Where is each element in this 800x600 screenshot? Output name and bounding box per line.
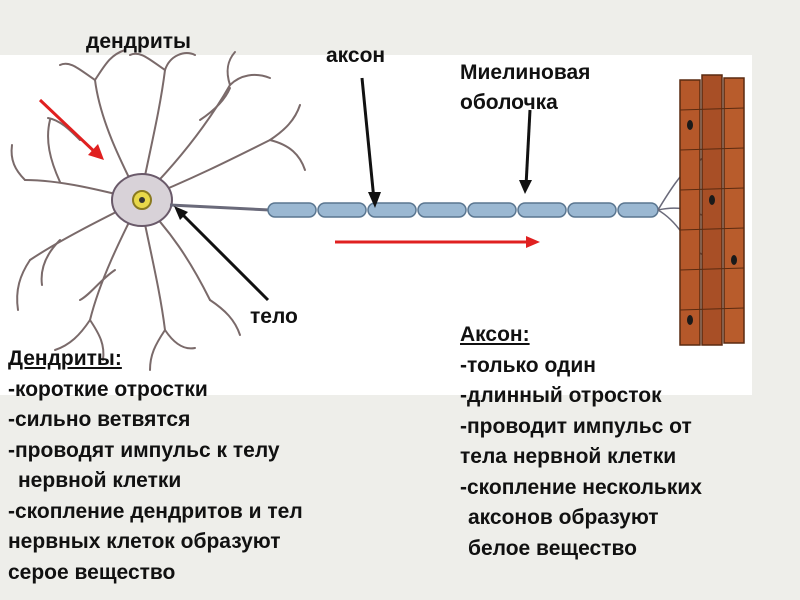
axon-line: -только один: [460, 353, 596, 377]
axon-title: Аксон:: [460, 323, 530, 346]
nucleolus: [139, 197, 145, 203]
diagram-panel: [0, 55, 752, 395]
label-myelin: Миелиновая оболочка: [460, 58, 590, 118]
dendrites-line: -сильно ветвятся: [8, 408, 191, 431]
dendrites-line: нервной клетки: [18, 469, 182, 492]
dendrites: [10, 49, 306, 371]
label-myelin-line1: Миелиновая: [460, 61, 591, 84]
label-dendrites: дендриты: [86, 30, 191, 53]
axon-line: тела нервной клетки: [460, 445, 677, 468]
axon-line: -проводит импульс от: [460, 414, 692, 438]
dendrites-title: Дендриты:: [8, 347, 122, 370]
label-body: тело: [250, 305, 298, 328]
myelin-sheath: [267, 202, 659, 218]
axon-line: аксонов образуют: [468, 506, 659, 529]
impulse-arrows: [38, 98, 540, 248]
dendrites-line: -скопление дендритов и тел: [8, 499, 303, 523]
muscle-fibers: [679, 74, 745, 346]
dendrites-line: -короткие отростки: [8, 377, 208, 401]
axon-line: белое вещество: [468, 536, 637, 560]
dendrites-line: -проводят импульс к телу: [8, 438, 280, 462]
label-axon: аксон: [326, 44, 386, 67]
pointer-arrows: [174, 77, 532, 302]
axon-fiber: [169, 203, 271, 212]
dendrites-description: Дендриты: -короткие отростки -сильно вет…: [8, 344, 428, 588]
label-myelin-line2: оболочка: [460, 91, 558, 114]
axon-line: -длинный отросток: [460, 384, 662, 407]
axon-description: Аксон: -только один -длинный отросток -п…: [460, 320, 800, 564]
axon-line: -скопление нескольких: [460, 475, 702, 499]
dendrites-line: серое вещество: [8, 560, 176, 584]
dendrites-line: нервных клеток образуют: [8, 530, 281, 553]
